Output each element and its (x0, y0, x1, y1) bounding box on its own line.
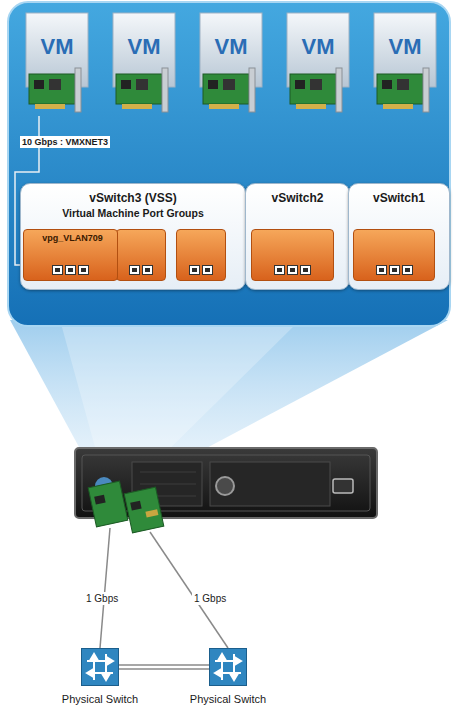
port-group: vpg_VLAN709 (23, 229, 118, 281)
virtual-machine: VM (199, 12, 263, 116)
link-speed-label: 1 Gbps (84, 592, 120, 605)
port-row (354, 265, 434, 275)
ethernet-port (129, 265, 140, 275)
node-title: vSwitch3 (VSS) (21, 184, 245, 205)
ethernet-port (389, 265, 400, 275)
vm-illustration (199, 12, 263, 116)
node-title: VM (373, 34, 437, 60)
vm-illustration (286, 12, 350, 116)
ethernet-port (189, 265, 200, 275)
ethernet-port (402, 265, 413, 275)
physical-switch: Physical Switch (81, 648, 119, 686)
virtual-machine: VM (112, 12, 176, 116)
ethernet-port (287, 265, 298, 275)
port-group (116, 229, 166, 281)
vm-illustration (112, 12, 176, 116)
link-speed-label: 1 Gbps (192, 592, 228, 605)
node-title: Physical Switch (62, 693, 138, 705)
node-title: vpg_VLAN709 (24, 230, 117, 243)
port-row (117, 265, 165, 275)
ethernet-port (274, 265, 285, 275)
node-title: VM (25, 34, 89, 60)
port-group (251, 229, 334, 281)
virtual-machine: VM (25, 12, 89, 116)
ethernet-port (78, 265, 89, 275)
vm-illustration (25, 12, 89, 116)
node-title: Physical Switch (190, 693, 266, 705)
ethernet-port (52, 265, 63, 275)
node-title: VM (286, 34, 350, 60)
node-title: VM (199, 34, 263, 60)
switch-icon (81, 648, 119, 686)
ethernet-port (376, 265, 387, 275)
physical-switch: Physical Switch (209, 648, 247, 686)
uplink-wires (100, 528, 228, 648)
node-subtitle: Virtual Machine Port Groups (21, 205, 245, 219)
ethernet-port (300, 265, 311, 275)
port-group (353, 229, 435, 281)
connector (119, 665, 209, 669)
port-group (176, 229, 226, 281)
port-row (24, 265, 117, 275)
host-panel (8, 2, 450, 326)
edge-label: 10 Gbps : VMXNET3 (20, 136, 110, 148)
port-row (252, 265, 333, 275)
virtual-switch: vSwitch2 (245, 183, 350, 290)
vm-illustration (373, 12, 437, 116)
virtual-switch: vSwitch3 (VSS)Virtual Machine Port Group… (20, 183, 246, 290)
virtual-switch: vSwitch1 (348, 183, 450, 290)
host-nics (88, 477, 164, 533)
port-row (177, 265, 225, 275)
ethernet-port (65, 265, 76, 275)
node-title: vSwitch2 (246, 184, 349, 205)
virtual-machine: VM (373, 12, 437, 116)
ethernet-port (202, 265, 213, 275)
node-title: vSwitch1 (349, 184, 449, 205)
virtual-machine: VM (286, 12, 350, 116)
switch-icon (209, 648, 247, 686)
node-title: VM (112, 34, 176, 60)
ethernet-port (142, 265, 153, 275)
